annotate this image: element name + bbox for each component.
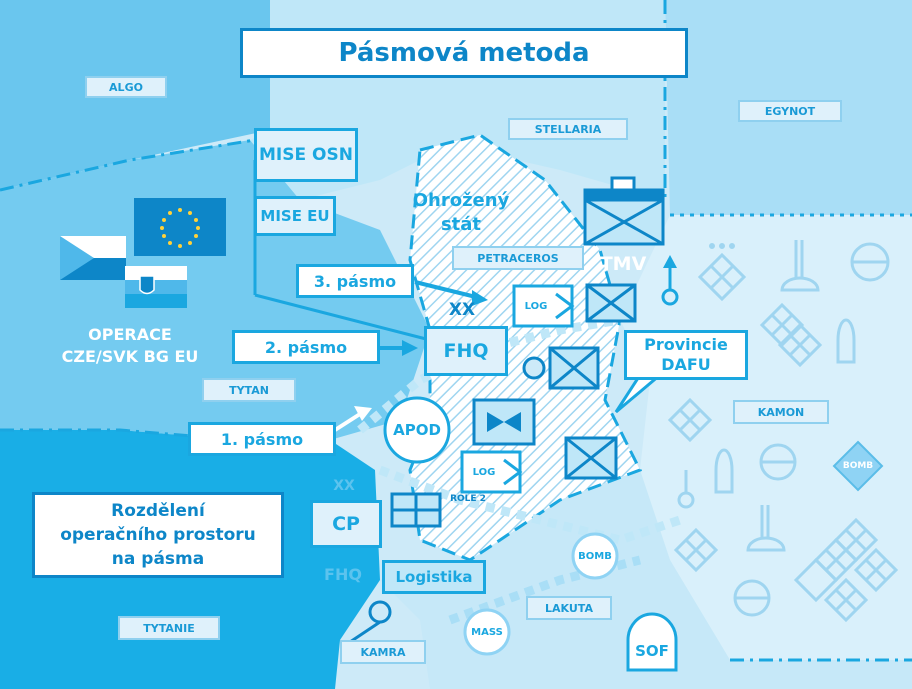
eu-stars <box>160 208 200 248</box>
logistika-box: Logistika <box>382 560 486 594</box>
mission-osn-box: MISE OSN <box>254 128 358 182</box>
operation-line1: OPERACE <box>88 325 172 344</box>
log-label-lower: LOG <box>472 466 496 478</box>
bomb-label-east: BOMB <box>842 461 874 471</box>
operation-line2: CZE/SVK BG EU <box>61 347 199 366</box>
mission-eu-box: MISE EU <box>254 196 336 236</box>
tmv-label: TMV <box>599 253 647 275</box>
apod-label: APOD <box>393 421 441 439</box>
country-petraceros: PETRACEROS <box>452 246 584 270</box>
division-box: Rozdělení operačního prostoru na pásma <box>32 492 284 578</box>
supply-route <box>448 555 642 625</box>
cp-box: CP <box>310 500 382 548</box>
zone3-label: 3. pásmo <box>296 264 414 298</box>
country-stellaria: STELLARIA <box>508 118 628 140</box>
tmv-arrowhead <box>663 255 677 268</box>
fhq-faint-label: FHQ <box>324 564 362 584</box>
operation-label: OPERACE CZE/SVK BG EU <box>40 322 220 370</box>
bomb-diamond <box>832 440 884 492</box>
arrowhead-zone1 <box>354 406 372 421</box>
unit-symbols <box>349 176 665 644</box>
province-line2: DAFU <box>661 355 711 374</box>
slovak-flag <box>125 266 187 308</box>
log-label-upper: LOG <box>524 300 548 312</box>
mass-blob <box>463 608 511 656</box>
mass-label: MASS <box>471 626 503 638</box>
role2-label: ROLE 2 <box>450 494 486 504</box>
arrow-zone3 <box>414 280 481 300</box>
country-tytanie: TYTANIE <box>118 616 220 640</box>
hazard-icons <box>667 240 899 623</box>
mission-leader-line <box>254 293 431 342</box>
bomb-label-south: BOMB <box>578 550 612 562</box>
province-line1: Provincie <box>644 335 728 354</box>
tmv-circle <box>661 288 679 306</box>
sof-label: SOF <box>635 642 669 660</box>
apod-circle <box>383 396 451 464</box>
country-tytan: TYTAN <box>202 378 296 402</box>
region-lakuta <box>380 470 912 689</box>
threatened-line1: Ohrožený <box>412 190 510 211</box>
country-lakuta: LAKUTA <box>526 596 612 620</box>
log-symbols <box>460 284 575 494</box>
country-algo: ALGO <box>85 76 167 98</box>
supply-route <box>378 465 682 545</box>
arrowhead-zone3 <box>472 290 488 306</box>
xx-label-upper: XX <box>448 300 476 320</box>
zone2-label: 2. pásmo <box>232 330 380 364</box>
czech-flag <box>60 236 126 280</box>
bomb-blob <box>571 532 619 580</box>
fhq-box: FHQ <box>424 326 508 376</box>
zone1-label: 1. pásmo <box>188 422 336 456</box>
province-callout: Provincie DAFU <box>624 330 748 380</box>
country-kamon: KAMON <box>733 400 829 424</box>
page-title: Pásmová metoda <box>240 28 688 78</box>
country-kamra: KAMRA <box>340 640 426 664</box>
sof-arch <box>626 612 678 672</box>
xx-label-lower: XX <box>333 478 355 494</box>
threatened-state-label: Ohrožený stát <box>408 186 514 240</box>
country-egynot: EGYNOT <box>738 100 842 122</box>
arrow-zone1 <box>333 412 362 432</box>
arrowhead-zone2 <box>402 340 418 356</box>
threatened-line2: stát <box>440 214 482 235</box>
border-line <box>0 428 330 442</box>
